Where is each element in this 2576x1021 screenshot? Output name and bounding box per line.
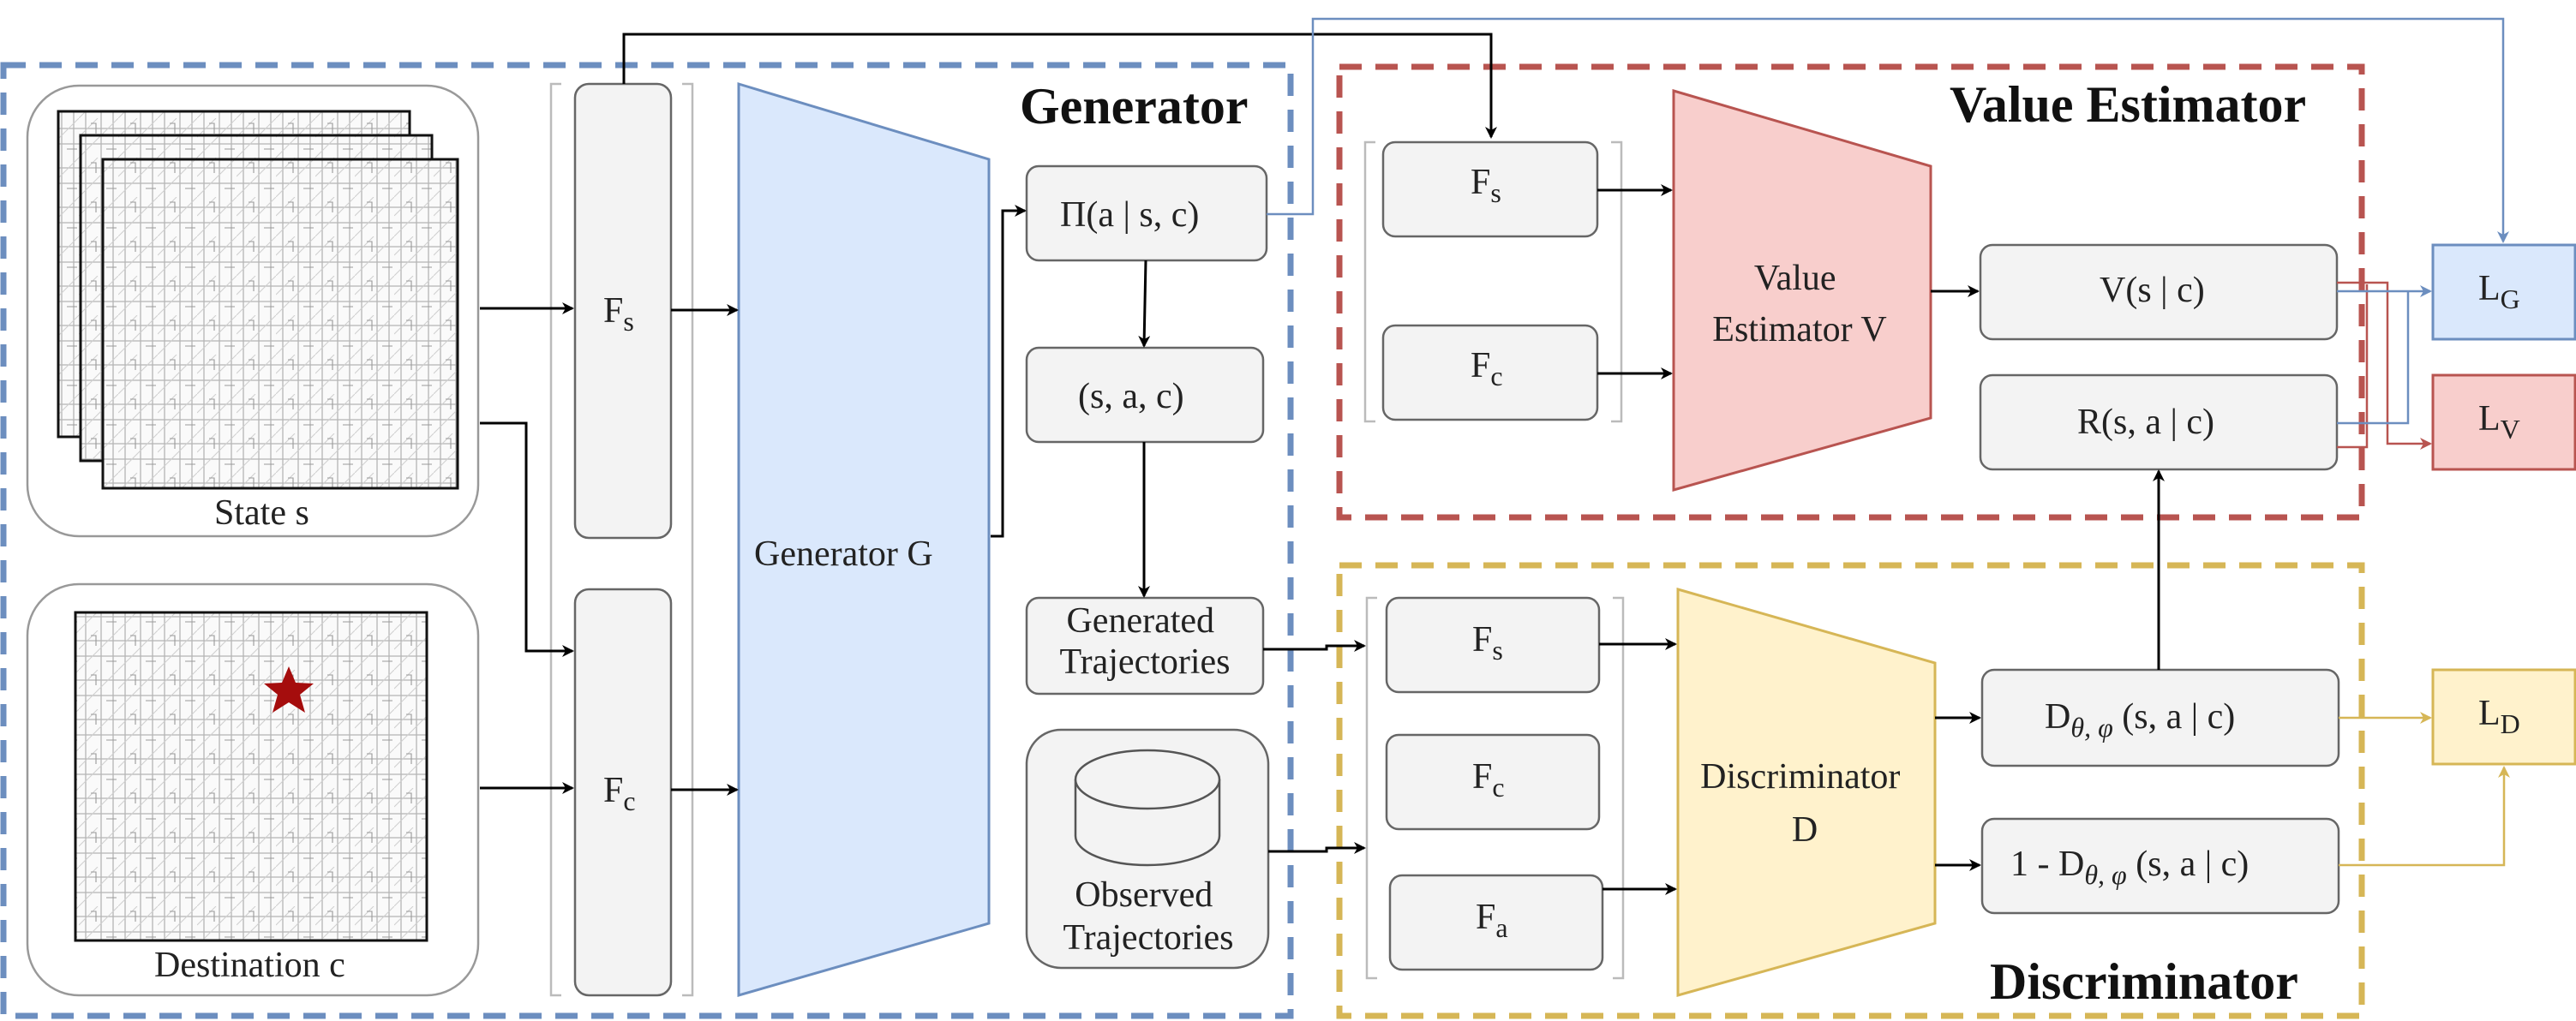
generator-block-label: Generator G [754, 534, 933, 574]
state-features-to-value-arrow [622, 33, 1497, 139]
loss-ld-label: LD [2478, 694, 2520, 739]
discriminator-title: Discriminator [1990, 953, 2298, 1010]
generator-to-policy-arrow [991, 205, 1027, 538]
disc-fa-box [1388, 874, 1604, 971]
value-feature-bracket [1363, 140, 1623, 423]
loss-connectors [1267, 17, 2510, 867]
policy-to-lg-connector [1267, 17, 2509, 243]
generated-to-disc-arrow [1263, 640, 1366, 652]
r-to-lv-connector [2337, 284, 2369, 449]
value-estimator-section-frame [1336, 63, 2365, 521]
gen-fc-label: Fc [603, 771, 636, 816]
disc-fs-label: Fs [1472, 620, 1503, 666]
state-map-stack [57, 110, 459, 490]
gen-fc-box [573, 588, 673, 997]
r-to-lg-connector [2337, 291, 2410, 425]
policy-to-tuple-arrow [1138, 260, 1151, 348]
disc-fa-label: Fa [1476, 898, 1508, 943]
state-to-fc-arrow [480, 421, 574, 657]
discriminator-block-label: Discriminator D [1700, 757, 1909, 850]
database-icon [1074, 749, 1221, 867]
ve-fs-label: Fs [1471, 163, 1501, 208]
generator-feature-bracket [549, 82, 694, 997]
state-action-tuple-label: (s, a, c) [1078, 377, 1184, 416]
generator-block [737, 81, 991, 997]
generated-trajectories-box [1025, 596, 1265, 696]
black-connectors [480, 33, 2165, 895]
disc-fc-label: Fc [1472, 757, 1505, 803]
destination-label: Destination c [154, 946, 345, 985]
discriminator-section-frame [1336, 562, 2365, 1019]
complement-to-ld-connector [2339, 766, 2510, 867]
reward-output-label: R(s, a | c) [2077, 403, 2214, 442]
disc-fc-box [1385, 733, 1601, 831]
disc-feature-bracket [1365, 596, 1625, 980]
loss-ld-box [2431, 668, 2576, 766]
destination-star-icon [264, 666, 314, 713]
observed-to-disc-arrow [1268, 842, 1366, 854]
generator-title: Generator [1020, 78, 1249, 134]
generated-trajectories-label: Generated Trajectories [1059, 601, 1230, 682]
disc-output-label: Dθ, φ (s, a | c) [2045, 697, 2235, 743]
v-to-lv-connector [2337, 281, 2432, 450]
ve-fc-label: Fc [1471, 346, 1503, 391]
disc-complement-label: 1 - Dθ, φ (s, a | c) [2010, 845, 2249, 890]
gen-fs-label: Fs [603, 291, 634, 337]
loss-lg-label: LG [2478, 269, 2520, 314]
value-output-label: V(s | c) [2100, 271, 2205, 310]
observed-trajectories-label: Observed Trajectories [1063, 875, 1233, 958]
destination-map [74, 611, 428, 942]
generator-section-frame [0, 62, 1294, 1019]
value-estimator-block-label: Value Estimator V [1712, 259, 1886, 349]
value-estimator-title: Value Estimator [1950, 76, 2306, 133]
discriminator-block [1676, 588, 1937, 997]
loss-lg-box [2431, 243, 2576, 341]
policy-label: Π(a | s, c) [1060, 195, 1199, 235]
loss-lv-box [2431, 373, 2576, 471]
loss-lv-label: LV [2478, 399, 2520, 445]
state-label: State s [214, 493, 309, 533]
value-estimator-block [1672, 88, 1932, 492]
